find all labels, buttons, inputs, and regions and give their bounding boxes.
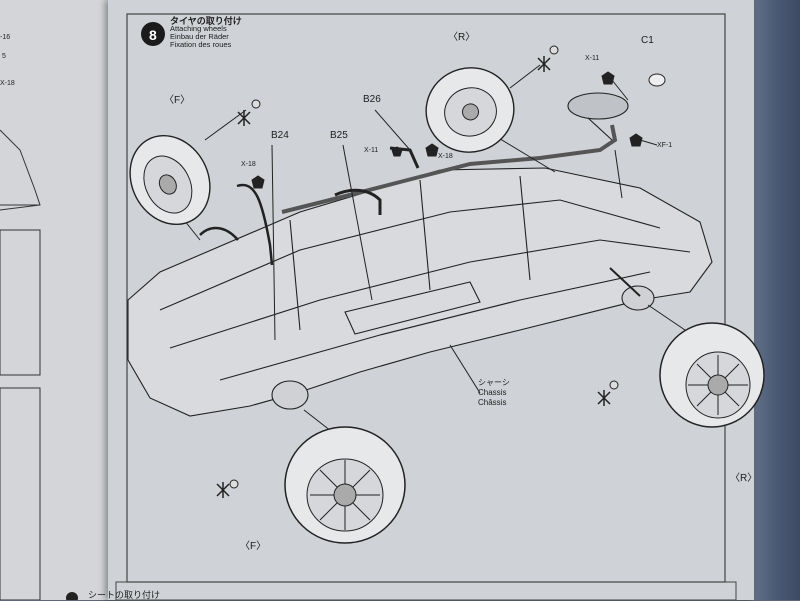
grease-icon [601,71,615,85]
b25-leader [342,144,373,301]
nut-icon [549,45,559,55]
next-step-marker [66,592,78,600]
left-page-drawing [0,129,41,211]
b26-leader [374,109,411,151]
chassis-leader [449,344,481,394]
screw-icons [216,45,643,498]
step-title-en: Attaching wheels [170,24,227,33]
next-step-title: シートの取り付け [88,590,161,600]
part-b26-label: B26 [363,94,381,105]
chassis-label-jp: シャーシ [478,378,510,387]
screw-icon [597,390,611,406]
front-bottom-wheel [284,426,406,544]
paint-icon [629,133,643,147]
part-c1-label: C1 [641,35,654,46]
part-b24 [236,183,274,266]
rear-top-label: 〈R〉 [448,32,476,43]
grease-icon [391,146,403,157]
muffler [567,92,629,120]
chassis-label-fr: Châssis [478,398,507,407]
x18-left-label: X-18 [241,161,256,168]
left-code-1: -16 [0,34,11,41]
part-b25-label: B25 [330,130,348,141]
part-b25 [334,188,382,215]
step-number-badge [141,22,165,46]
part-b24-label: B24 [271,130,289,141]
front-top-label: 〈F〉 [164,95,191,106]
x11-mid-label: X-11 [364,147,379,154]
rear-screw-leader [509,64,541,89]
left-code-2: 5 [2,53,6,60]
part-c1-cap [648,73,666,87]
left-page-box [0,229,41,376]
rear-hub [621,285,655,311]
rear-bottom-wheel [659,322,765,428]
grease-icon [425,143,439,157]
b24-leader [271,144,276,341]
muffler-leader [611,79,629,199]
x11-top-label: X-11 [585,55,600,62]
exhaust-pipe [281,124,618,214]
step-title-jp: タイヤの取り付け [170,16,242,26]
front-screw-leader [204,109,247,141]
grease-icon [251,175,265,189]
screw-icon [216,482,230,498]
chassis-label-de: Chassis [478,388,507,397]
screw-icon [237,110,251,126]
rear-bottom-label: 〈R〉 [730,473,758,484]
front-hub [271,380,309,410]
screw-icon [537,56,551,72]
step-title-de: Einbau der Räder [170,32,229,41]
nut-icon [229,479,239,489]
xf1-leader [639,139,658,146]
rear-bottom-wheel-arrow [647,304,686,331]
nut-icon [609,380,619,390]
front-top-wheel [129,134,211,226]
step-number: 8 [149,27,157,43]
step-title-fr: Fixation des roues [170,40,232,49]
left-page [0,0,120,600]
next-step-frame [115,581,737,600]
chassis-floor-panel [344,281,481,335]
xf1-label: XF-1 [657,142,673,149]
rear-top-wheel [425,67,515,153]
nut-icon [251,99,261,109]
left-code-3: X-18 [0,80,15,87]
front-bottom-label: 〈F〉 [240,541,267,552]
x18-mid-label: X-18 [438,153,453,160]
